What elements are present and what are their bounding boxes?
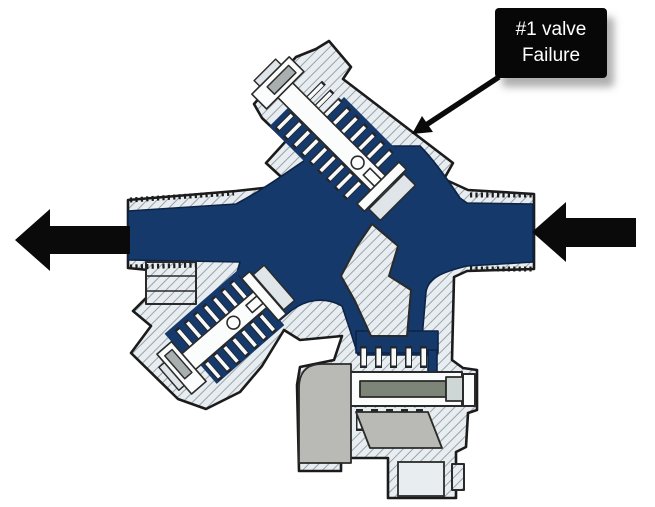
outlet-thread-ticks <box>129 262 197 270</box>
check-valve-2-pivot-hole <box>226 315 241 330</box>
check-valve-2-spring <box>176 276 253 346</box>
check-valve-2-assembly <box>156 253 296 395</box>
check-valve-1-upper-water <box>324 97 417 189</box>
callout-line-2: Failure <box>521 45 581 66</box>
relief-valve-stem <box>359 380 447 398</box>
check-valve-1-spring <box>307 83 394 170</box>
outlet-flow-arrow <box>15 209 130 271</box>
outlet-union-nut <box>145 261 197 305</box>
check-valve-1-cap-insert <box>266 64 297 95</box>
discharge-port-nub <box>451 463 465 491</box>
check-valve-1-assembly <box>251 56 417 224</box>
discharge-port <box>397 461 445 497</box>
check-valve-2-seat <box>252 264 296 311</box>
inlet-flow-arrow <box>532 202 636 262</box>
check-valve-2-cap-bolt <box>158 361 185 392</box>
callout-box: #1 valve Failure <box>495 8 607 78</box>
callout-arrow-head <box>412 116 433 134</box>
center-partition-wall <box>340 223 412 337</box>
callout-arrow <box>412 74 501 134</box>
relief-valve-assembly <box>298 346 476 497</box>
relief-valve-right-cap <box>462 373 476 407</box>
check-valve-1-seat <box>368 173 417 222</box>
callout-line-1: #1 valve <box>515 19 587 40</box>
check-valve-2-spring <box>205 313 277 379</box>
check-valve-2-cap-insert <box>164 348 193 380</box>
outlet-thread-ticks <box>129 190 235 203</box>
check-valve-1-spring <box>277 113 364 200</box>
relief-valve-disc <box>355 411 443 449</box>
relief-valve-cover <box>298 363 352 464</box>
callout-arrow-shaft <box>424 74 501 128</box>
check-valve-1-pivot-hole <box>350 155 365 170</box>
check-valve-2-poppet <box>240 270 288 322</box>
check-valve-1-cap-bolt <box>253 58 282 87</box>
check-valve-1-poppet <box>356 161 408 213</box>
